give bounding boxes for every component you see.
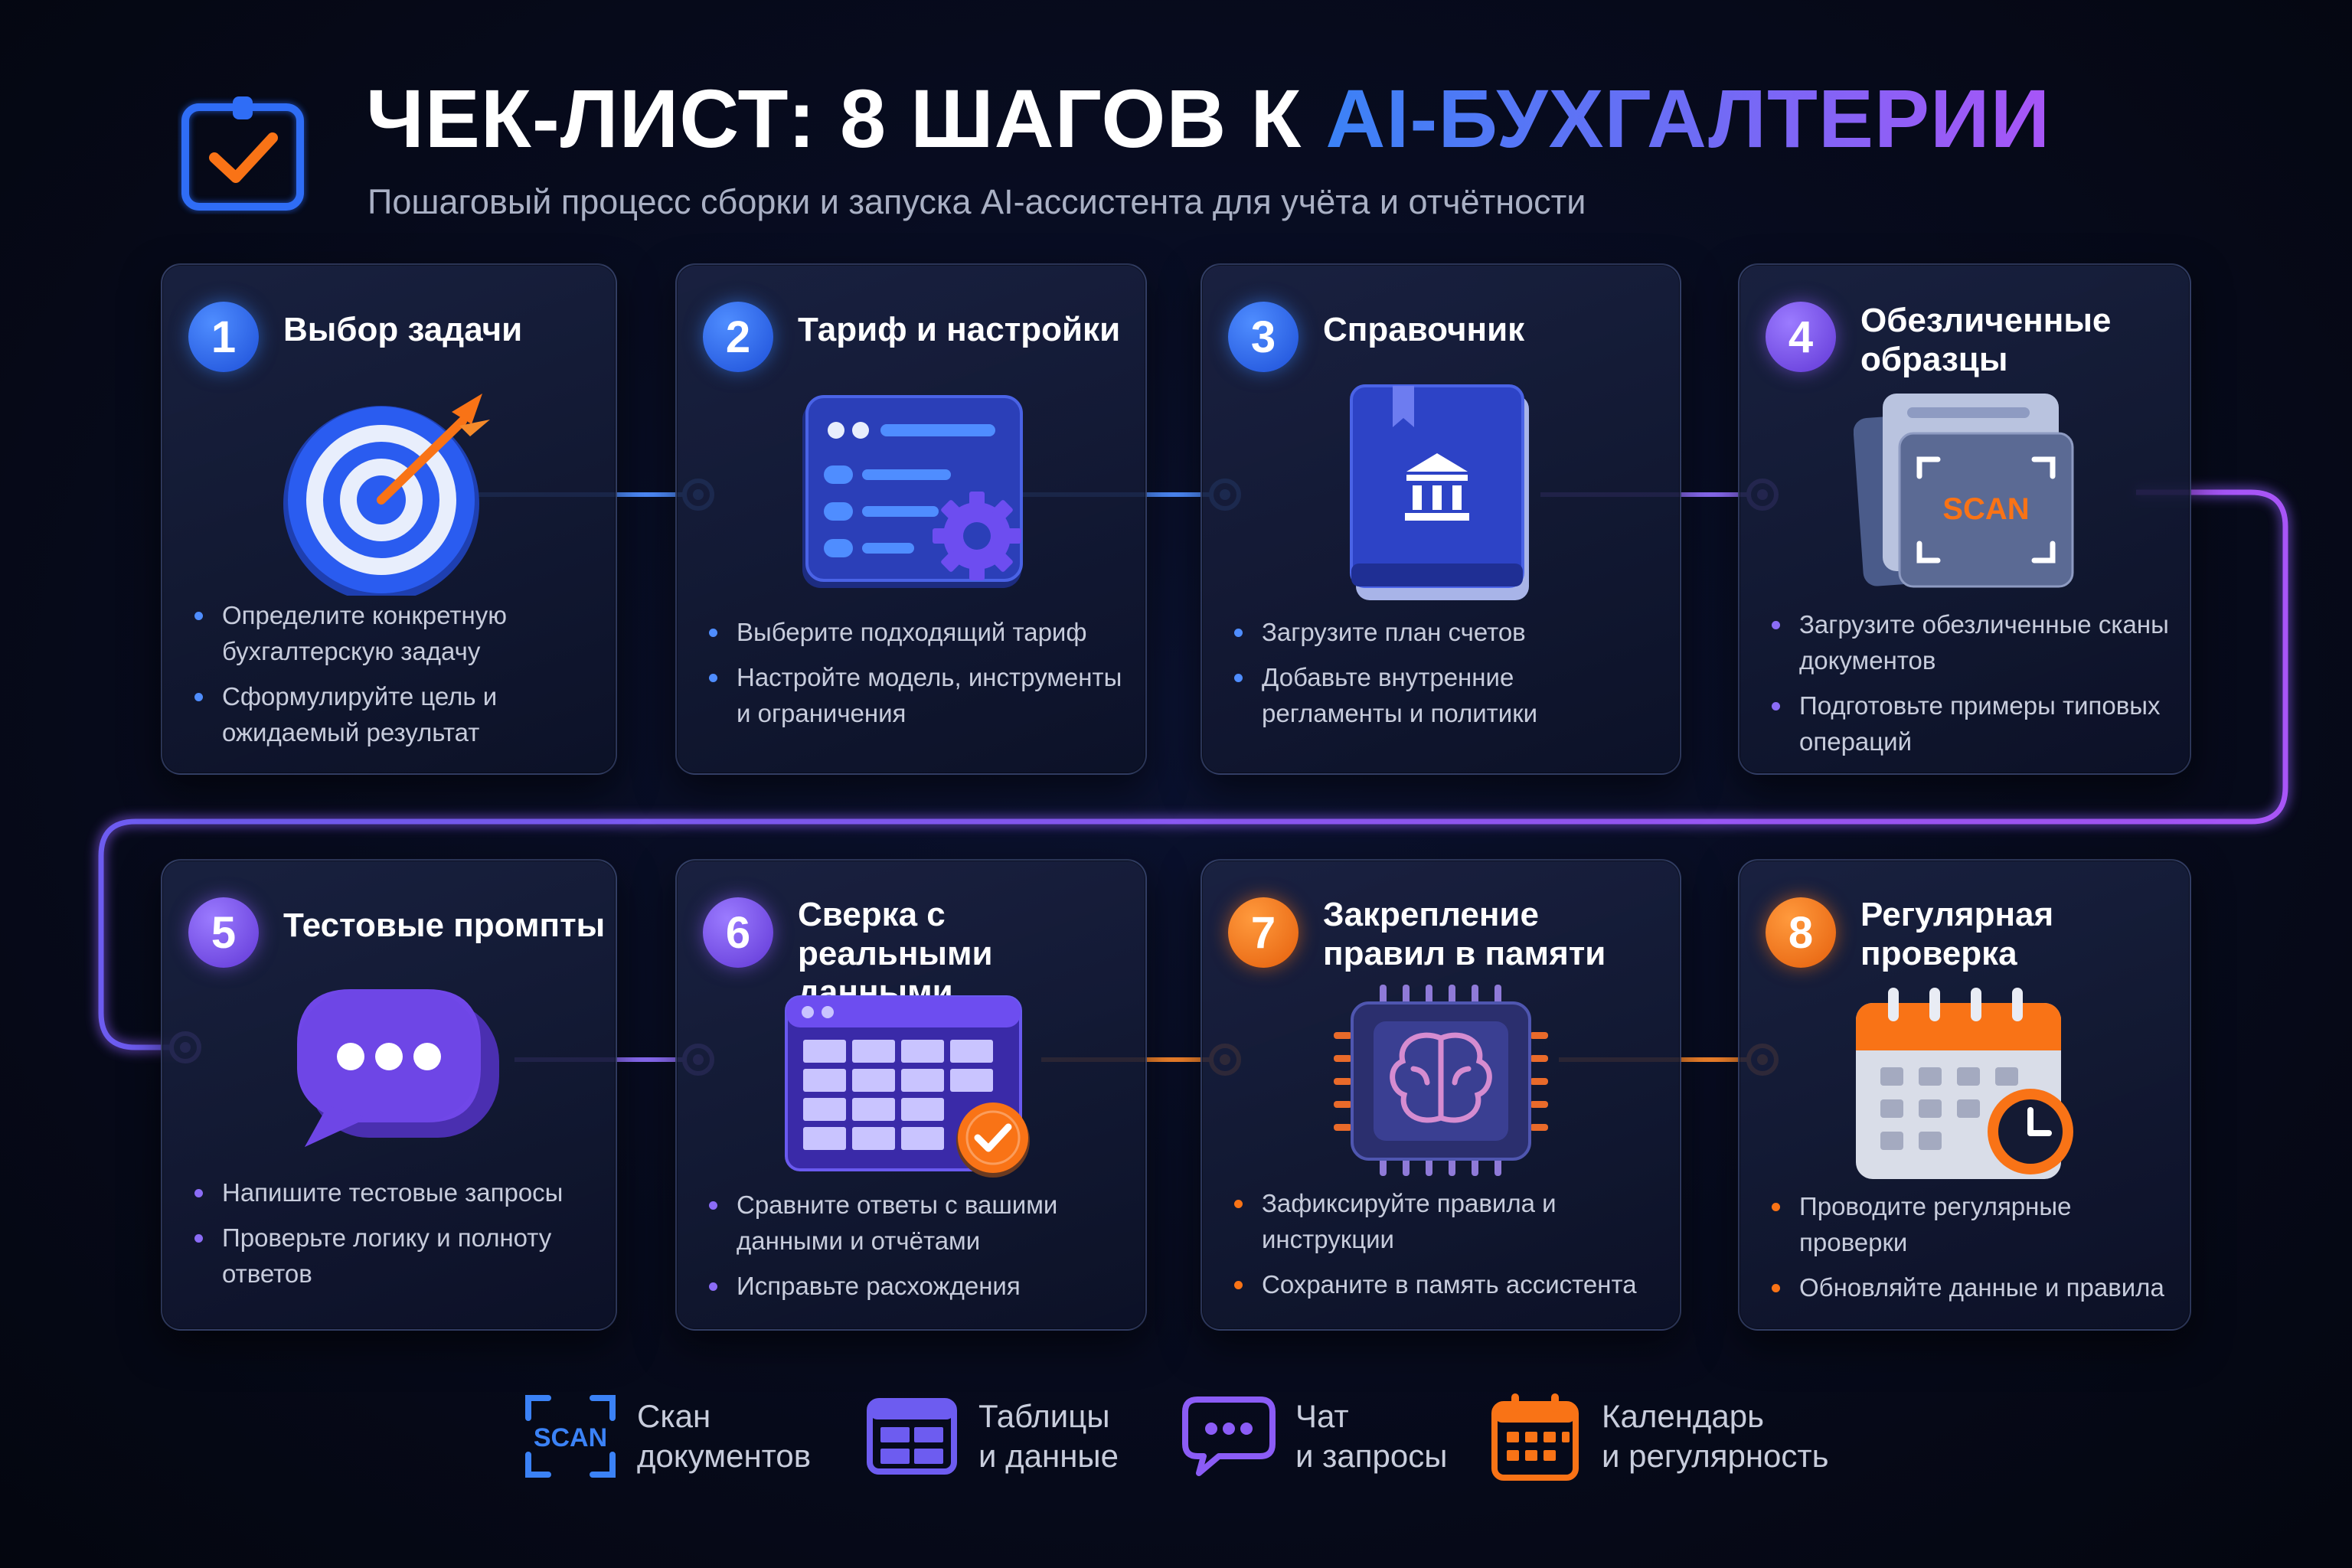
table-check-icon — [785, 995, 1030, 1178]
step-bullets: Сравните ответы с вашими данными и отчёт… — [704, 1187, 1127, 1313]
legend-label-line1: Скан — [637, 1398, 711, 1434]
target-arrow-icon — [283, 394, 490, 596]
step-bullets: Выберите подходящий тариф Настройте моде… — [704, 614, 1127, 740]
step-title: Выбор задачи — [283, 311, 523, 348]
step-card-4: 4 Обезличенные образцы SCAN Загрузите об… — [1738, 263, 2191, 775]
checklist-clipboard-icon — [181, 96, 305, 211]
step-title: Справочник — [1323, 311, 1525, 348]
bullet-item: Зафиксируйте правила и инструкции — [1230, 1185, 1661, 1257]
step-bullets: Напишите тестовые запросы Проверьте логи… — [190, 1174, 597, 1301]
table-icon — [867, 1398, 957, 1475]
step-title: Тариф и настройки — [798, 311, 1121, 348]
legend-label-line2: и данные — [978, 1438, 1119, 1474]
svg-text:SCAN: SCAN — [534, 1423, 607, 1452]
step-bullets: Определите конкретную бухгалтерскую зада… — [190, 597, 597, 760]
legend-label-line2: документов — [637, 1438, 812, 1474]
bullet-item: Проводите регулярные проверки — [1767, 1188, 2171, 1260]
chat-icon — [1182, 1396, 1276, 1476]
step-number-badge: 7 — [1228, 897, 1298, 968]
step-title: Регулярная проверка — [1860, 896, 2054, 972]
bullet-item: Определите конкретную бухгалтерскую зада… — [190, 597, 597, 669]
legend-item-scan: SCAN Скан документов — [521, 1390, 811, 1482]
step-bullets: Проводите регулярные проверки Обновляйте… — [1767, 1188, 2171, 1315]
page-title-accent: AI-БУХГАЛТЕРИИ — [1325, 72, 2051, 165]
page-title: ЧЕК-ЛИСТ: 8 ШАГОВ К AI-БУХГАЛТЕРИИ — [366, 72, 2051, 165]
calendar-clock-icon — [1856, 988, 2073, 1179]
brain-chip-icon — [1334, 985, 1548, 1176]
step-card-7: 7 Закрепление правил в памяти Зафиксируй… — [1200, 859, 1681, 1331]
step-number-badge: 6 — [703, 897, 773, 968]
step-card-1: 1 Выбор задачи Определите конкретную бух… — [161, 263, 617, 775]
bullet-item: Обновляйте данные и правила — [1767, 1269, 2171, 1305]
step-number-badge: 2 — [703, 302, 773, 372]
step-card-3: 3 Справочник Загрузите план счетов Добав… — [1200, 263, 1681, 775]
legend-item-calendar: Календарь и регулярность — [1485, 1390, 1829, 1482]
bullet-item: Напишите тестовые запросы — [190, 1174, 597, 1210]
bullet-item: Выберите подходящий тариф — [704, 614, 1127, 650]
step-title: Сверка с реальными данными — [798, 896, 993, 1011]
bullet-item: Проверьте логику и полноту ответов — [190, 1220, 597, 1292]
step-title: Обезличенные образцы — [1860, 302, 2112, 378]
bullet-item: Загрузите обезличенные сканы документов — [1767, 606, 2171, 678]
step-card-5: 5 Тестовые промпты Напишите тестовые зап… — [161, 859, 617, 1331]
bullet-item: Добавьте внутренние регламенты и политик… — [1230, 659, 1661, 731]
bullet-item: Сравните ответы с вашими данными и отчёт… — [704, 1187, 1127, 1259]
scan-documents-icon: SCAN — [1854, 394, 2074, 588]
step-number-badge: 3 — [1228, 302, 1298, 372]
legend-item-chat: Чат и запросы — [1179, 1390, 1447, 1482]
bullet-item: Сформулируйте цель и ожидаемый результат — [190, 678, 597, 750]
step-title: Тестовые промпты — [283, 906, 606, 944]
bullet-item: Исправьте расхождения — [704, 1268, 1127, 1304]
step-bullets: Загрузите обезличенные сканы документов … — [1767, 606, 2171, 769]
legend-label-line2: и запросы — [1295, 1438, 1448, 1474]
step-bullets: Загрузите план счетов Добавьте внутренни… — [1230, 614, 1661, 740]
bullet-item: Сохраните в память ассистента — [1230, 1266, 1661, 1302]
step-number-badge: 4 — [1766, 302, 1836, 372]
step-bullets: Зафиксируйте правила и инструкции Сохран… — [1230, 1185, 1661, 1312]
step-number-badge: 5 — [188, 897, 259, 968]
calendar-icon — [1491, 1393, 1579, 1481]
step-card-6: 6 Сверка с реальными данными Сравните от… — [675, 859, 1147, 1331]
settings-panel-icon — [802, 395, 1023, 588]
step-title: Закрепление правил в памяти — [1323, 896, 1606, 972]
bullet-item: Подготовьте примеры типовых операций — [1767, 688, 2171, 760]
step-number-badge: 8 — [1766, 897, 1836, 968]
book-bank-icon — [1350, 384, 1529, 600]
legend-label-line1: Таблицы — [978, 1398, 1110, 1434]
step-number-badge: 1 — [188, 302, 259, 372]
legend-label-line2: и регулярность — [1602, 1438, 1829, 1474]
bullet-item: Загрузите план счетов — [1230, 614, 1661, 650]
legend-item-table: Таблицы и данные — [862, 1390, 1119, 1482]
scan-icon: SCAN — [525, 1395, 616, 1478]
step-card-2: 2 Тариф и настройки Выберите подходящий … — [675, 263, 1147, 775]
step-card-8: 8 Регулярная проверка Проводите регулярн… — [1738, 859, 2191, 1331]
legend-label-line1: Календарь — [1602, 1398, 1764, 1434]
legend-label-line1: Чат — [1295, 1398, 1349, 1434]
bullet-item: Настройте модель, инструменты и ограниче… — [704, 659, 1127, 731]
svg-text:SCAN: SCAN — [1942, 492, 2029, 526]
chat-bubble-icon — [297, 989, 499, 1147]
page-subtitle: Пошаговый процесс сборки и запуска AI-ас… — [368, 182, 1586, 221]
